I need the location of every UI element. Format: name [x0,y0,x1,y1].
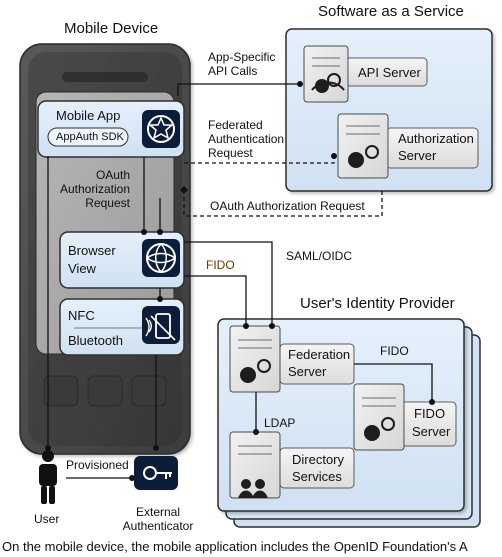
oauth-auth-request-label-3: Request [85,196,130,210]
api-server [303,45,428,103]
appauth-sdk-label: AppAuth SDK [56,131,124,143]
bluetooth-label: Bluetooth [68,333,123,348]
federation-server-label-1: Federation [288,347,351,362]
mobile-app-panel [37,100,185,158]
external-authenticator-label-2: Authenticator [122,519,194,533]
server-gears-icon [303,45,349,103]
external-authenticator-label-1: External [135,505,181,519]
federated-auth-label-3: Request [208,146,253,160]
directory-services-label-2: Services [292,469,342,484]
fido-idp-label: FIDO [380,344,409,358]
shield-badge-icon [142,110,180,148]
authorization-server [337,113,479,179]
globe-icon [142,239,180,277]
saml-oidc-label: SAML/OIDC [286,249,353,263]
nfc-phone-icon [142,306,180,344]
federated-auth-label-2: Authentication [208,132,285,146]
oauth-auth-request-inline-label: OAuth Authorization Request [210,199,365,213]
api-calls-label-1: App-Specific [208,50,276,64]
fido-server-label-2: Server [412,424,451,439]
fido-server [353,383,457,451]
user-label: User [34,512,60,526]
browser-view-panel [59,231,185,289]
authorization-server-label-1: Authorization [398,131,474,146]
server-gears-icon [337,113,389,179]
fido-server-label-1: FIDO [414,406,446,421]
mobile-app-label: Mobile App [56,108,121,123]
browser-label-1: Browser [68,243,116,258]
user-icon [39,450,57,504]
server-gears-icon [353,383,405,451]
figure-caption: On the mobile device, the mobile applica… [2,539,468,554]
directory-services [229,431,355,499]
api-calls-label-2: API Calls [208,64,258,78]
oauth-auth-request-label-1: OAuth [95,168,130,182]
key-card-icon [134,456,178,490]
mobile-device-title: Mobile Device [64,20,159,37]
api-server-label: API Server [358,65,421,80]
oauth-auth-request-label-2: Authorization [59,182,130,196]
federation-server-label-2: Server [288,364,327,379]
authorization-server-label-2: Server [398,148,437,163]
fido-browser-label: FIDO [206,258,235,272]
connectors [45,81,435,481]
idp-title: User's Identity Provider [300,295,455,312]
ldap-label: LDAP [264,416,296,430]
nfc-bluetooth-panel [59,298,185,356]
browser-label-2: View [68,261,96,276]
federation-server [229,325,355,393]
directory-services-label-1: Directory [292,452,345,467]
server-gears-icon [229,325,281,393]
provisioned-label: Provisioned [66,458,129,472]
federated-auth-label-1: Federated [208,118,263,132]
nfc-label: NFC [68,308,95,323]
saas-title: Software as a Service [318,3,464,20]
server-gears-icon [229,431,281,499]
